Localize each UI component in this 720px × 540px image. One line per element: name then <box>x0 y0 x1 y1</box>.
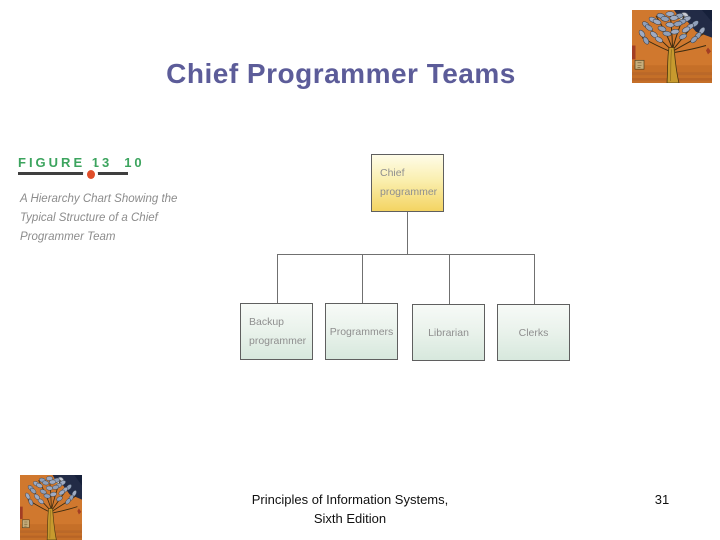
figure-label: FIGURE 13 10 <box>18 155 145 170</box>
figure-label-suffix: 10 <box>124 155 145 170</box>
page-title: Chief Programmer Teams <box>166 58 516 89</box>
connector-drop-backup-programmer <box>277 254 278 304</box>
connector-drop-librarian <box>449 254 450 305</box>
figure-caption-line: Typical Structure of a Chief <box>20 212 158 224</box>
figure-dot-center <box>86 169 95 179</box>
org-node-librarian: Librarian <box>412 304 485 361</box>
footer-line-2: Sixth Edition <box>313 511 387 526</box>
connector-root-stem <box>407 212 408 254</box>
figure-caption: A Hierarchy Chart Showing the Typical St… <box>20 190 190 247</box>
tree-painting-image-bottom-left <box>20 475 82 540</box>
footer-line-1: Principles of Information Systems, <box>251 492 449 507</box>
figure-underline-rule <box>18 172 128 175</box>
org-node-programmers: Programmers <box>325 303 398 360</box>
figure-caption-line: Programmer Team <box>20 231 116 243</box>
figure-caption-line: A Hierarchy Chart Showing the <box>20 193 178 205</box>
org-node-chief-programmer: Chief programmer <box>371 154 444 212</box>
connector-drop-programmers <box>362 254 363 304</box>
figure-dot-icon <box>83 165 98 183</box>
figure-label-prefix: FIGURE 13 <box>18 155 113 170</box>
org-node-backup-programmer: Backup programmer <box>240 303 313 360</box>
tree-painting-image-top-right <box>632 10 712 83</box>
page-number: 31 <box>654 492 670 507</box>
connector-drop-clerks <box>534 254 535 305</box>
org-node-clerks: Clerks <box>497 304 570 361</box>
connector-horizontal-bar <box>277 254 535 255</box>
footer-text: Principles of Information Systems, Sixth… <box>0 490 700 528</box>
